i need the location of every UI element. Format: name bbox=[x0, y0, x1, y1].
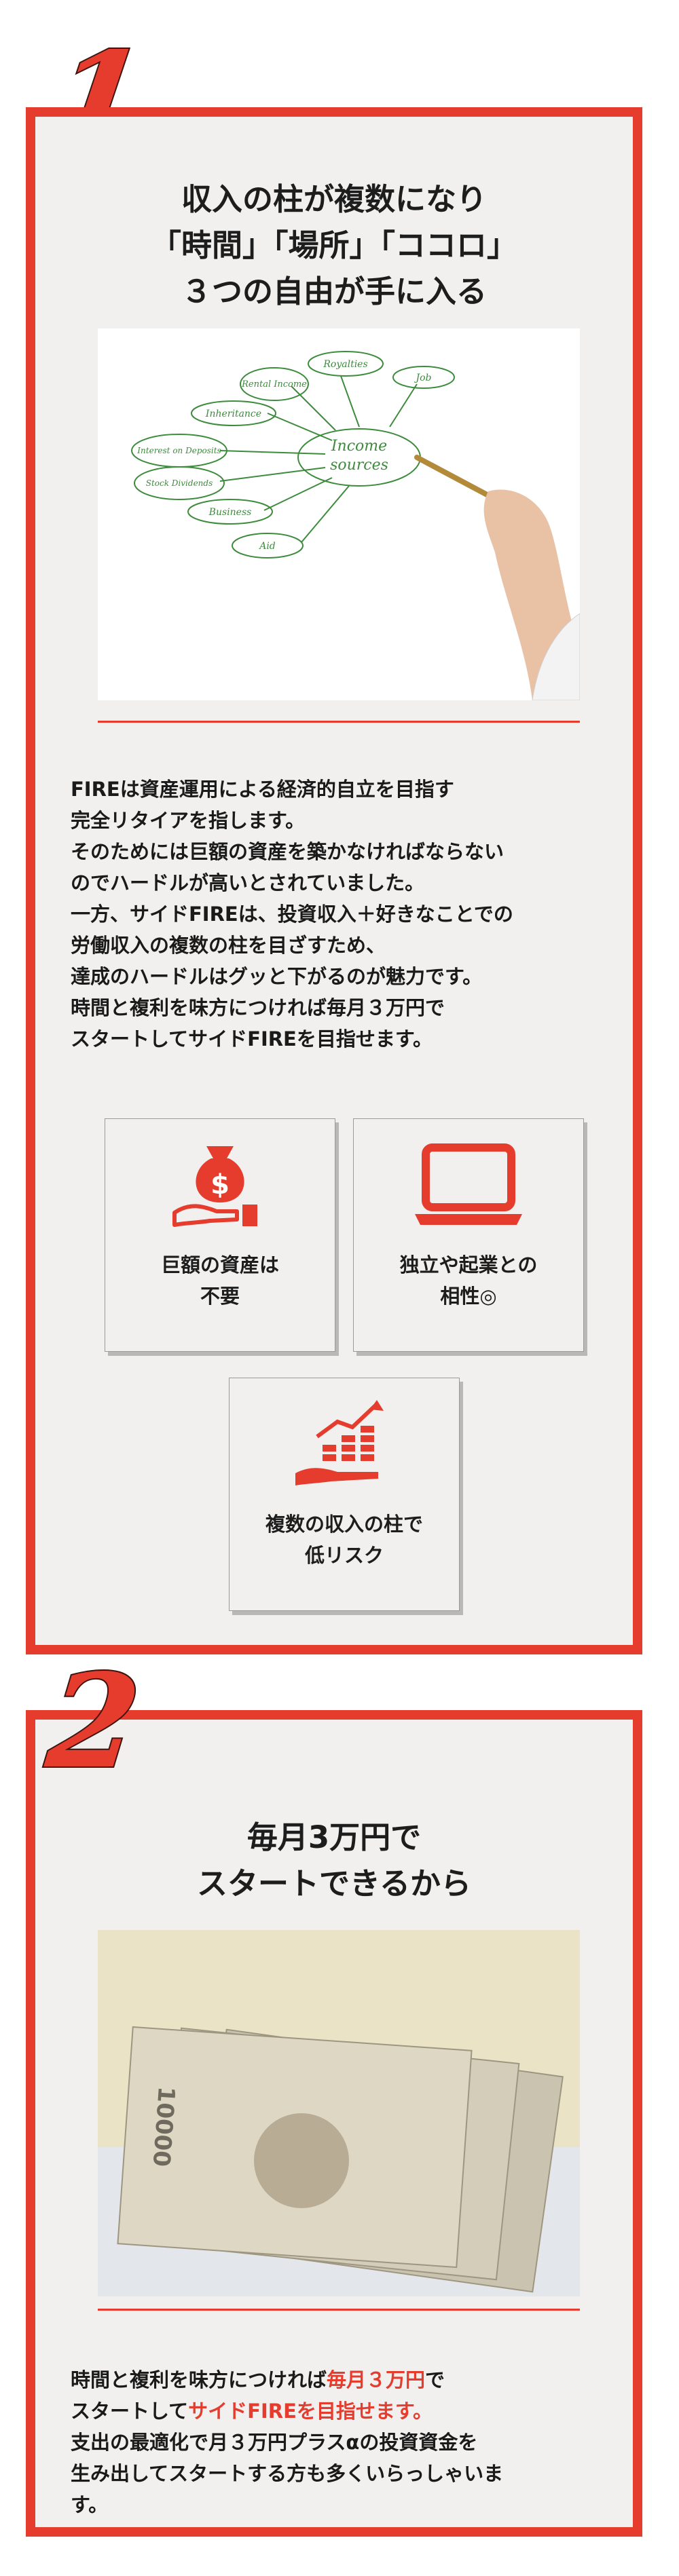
income-sources-photo: Income sources Royalties Rental Income J… bbox=[98, 328, 580, 700]
section-2-panel: 毎月3万円で スタートできるから 10000 時間と複利を味方につければ毎月３万… bbox=[26, 1710, 642, 2537]
money-bag-hand-icon: $ bbox=[169, 1138, 271, 1236]
banknotes-photo: 10000 bbox=[98, 1930, 580, 2296]
diagram-item: Interest on Deposits bbox=[136, 446, 221, 455]
divider bbox=[98, 2309, 580, 2311]
section-number-2: 2 bbox=[39, 1644, 148, 1798]
diagram-item: Aid bbox=[258, 541, 276, 552]
diagram-item: Royalties bbox=[323, 359, 367, 370]
feature-card-low-risk: 複数の収入の柱で 低リスク bbox=[229, 1378, 460, 1611]
diagram-item: Job bbox=[414, 373, 431, 383]
growth-chart-hand-icon bbox=[290, 1397, 399, 1495]
banknotes-illustration: 10000 bbox=[98, 1930, 580, 2296]
diagram-center-label-2: sources bbox=[330, 457, 388, 474]
section-2-body: 時間と複利を味方につければ毎月３万円で スタートしてサイドFIREを目指せます。… bbox=[71, 2368, 504, 2516]
divider bbox=[98, 721, 580, 723]
diagram-item: Stock Dividends bbox=[146, 478, 213, 488]
svg-text:$: $ bbox=[210, 1169, 230, 1200]
diagram-center-label: Income bbox=[331, 438, 387, 455]
section-1-panel: 収入の柱が複数になり 「時間」「場所」「ココロ」 ３つの自由が手に入る bbox=[26, 107, 642, 1654]
laptop-icon bbox=[411, 1138, 526, 1236]
diagram-item: Rental Income bbox=[241, 379, 307, 390]
feature-card-no-huge-assets: $ 巨額の資産は 不要 bbox=[105, 1118, 335, 1352]
section-1-title: 収入の柱が複数になり 「時間」「場所」「ココロ」 ３つの自由が手に入る bbox=[150, 181, 517, 309]
section-1-body: FIREは資産運用による経済的自立を目指す 完全リタイアを指します。 そのために… bbox=[71, 778, 513, 1050]
income-sources-diagram: Income sources Royalties Rental Income J… bbox=[131, 351, 580, 700]
svg-text:10000: 10000 bbox=[147, 2085, 180, 2167]
section-2-title: 毎月3万円で スタートできるから bbox=[196, 1819, 472, 1901]
feature-card-independence: 独立や起業との 相性◎ bbox=[353, 1118, 584, 1352]
diagram-item: Business bbox=[208, 507, 252, 518]
diagram-item: Inheritance bbox=[205, 409, 261, 419]
banknote: 10000 bbox=[117, 2026, 473, 2269]
hand-with-pen-icon bbox=[414, 455, 580, 700]
